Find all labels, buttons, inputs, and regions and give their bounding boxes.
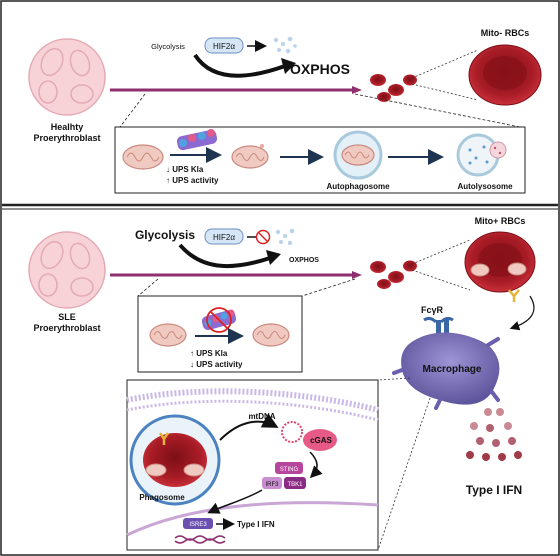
ups-complex-icon bbox=[176, 129, 218, 151]
hif2a-box-top bbox=[204, 37, 244, 54]
isre-label: ISRE3 bbox=[189, 522, 207, 528]
fcyr-label: FcγR bbox=[421, 305, 444, 315]
nuclear-membrane bbox=[126, 501, 379, 537]
top-panel: Healhty Proerythroblast Glycolysis HIF2α… bbox=[28, 28, 542, 194]
isre-icon bbox=[174, 518, 226, 544]
ups-activity-label-top: ↑ UPS activity bbox=[166, 176, 219, 185]
particles-bottom bbox=[275, 228, 295, 246]
ifn-particles bbox=[466, 408, 522, 461]
hif2a-box-bottom bbox=[204, 228, 244, 245]
particles-top bbox=[273, 36, 297, 54]
ups-complex-inhibited-icon bbox=[201, 307, 237, 333]
mitochondrion-icon-bottom-2 bbox=[252, 323, 290, 347]
mito-neg-rbc bbox=[468, 44, 542, 106]
phagosome-icon bbox=[129, 414, 221, 506]
type1-ifn-small-label: Type I IFN bbox=[237, 520, 275, 529]
macrophage-icon bbox=[392, 332, 500, 410]
rbc-cluster-bottom bbox=[370, 260, 417, 289]
phagosome-label: Phagosome bbox=[139, 493, 185, 502]
autophagosome-icon bbox=[333, 130, 383, 180]
sting-complex-icon bbox=[262, 462, 306, 489]
macrophage-label: Macrophage bbox=[423, 364, 482, 375]
rbc-cluster-top bbox=[370, 74, 417, 102]
irf3-label: IRF3 bbox=[265, 482, 279, 488]
damaged-mitochondrion-icon bbox=[231, 144, 269, 169]
healthy-label-line2: Proerythroblast bbox=[33, 133, 100, 143]
sle-label-line2: Proerythroblast bbox=[33, 323, 100, 333]
tbk1-label: TBK1 bbox=[287, 482, 303, 488]
cgas-icon bbox=[303, 429, 337, 451]
oxphos-label-top: OXPHOS bbox=[290, 61, 350, 77]
mitochondrion-icon-bottom-1 bbox=[149, 323, 187, 347]
inhibition-icon bbox=[255, 229, 271, 245]
mtdna-label: mtDNA bbox=[248, 412, 275, 421]
sle-proerythroblast bbox=[28, 231, 106, 309]
sle-label-line1: SLE bbox=[58, 312, 76, 322]
healthy-proerythroblast bbox=[28, 38, 106, 116]
autolysosome-icon bbox=[456, 133, 507, 177]
fcyr-receptor-icon bbox=[423, 316, 454, 336]
mito-neg-rbc-label: Mito- RBCs bbox=[481, 28, 530, 38]
bottom-panel: SLE Proerythroblast Glycolysis HIF2α OXP… bbox=[28, 216, 536, 551]
mtdna-icon bbox=[281, 421, 303, 443]
type1-ifn-label: Type I IFN bbox=[466, 483, 522, 497]
mito-pos-rbc bbox=[464, 231, 536, 302]
glycolysis-label-top: Glycolysis bbox=[151, 42, 185, 51]
glycolysis-oxphos-arrow-bottom bbox=[178, 243, 271, 269]
healthy-label-line1: Healhty bbox=[51, 122, 84, 132]
glycolysis-label-bottom: Glycolysis bbox=[135, 228, 195, 242]
ups-kla-label-top: ↓ UPS Kla bbox=[166, 165, 204, 174]
mito-pos-rbc-label: Mito+ RBCs bbox=[475, 216, 526, 226]
autophagosome-label: Autophagosome bbox=[326, 182, 390, 191]
cgas-label: cGAS bbox=[310, 436, 332, 445]
glycolysis-oxphos-arrow-top bbox=[193, 53, 286, 78]
hif2a-label-bottom: HIF2α bbox=[213, 233, 235, 242]
hif2a-label-top: HIF2α bbox=[213, 42, 235, 51]
oxphos-label-bottom: OXPHOS bbox=[289, 257, 319, 264]
autolysosome-label: Autolysosome bbox=[457, 182, 513, 191]
ups-activity-label-bottom: ↓ UPS activity bbox=[190, 360, 243, 369]
sting-label: STING bbox=[280, 467, 299, 473]
mitochondrion-icon bbox=[122, 144, 164, 170]
ups-kla-label-bottom: ↑ UPS Kla bbox=[190, 349, 228, 358]
